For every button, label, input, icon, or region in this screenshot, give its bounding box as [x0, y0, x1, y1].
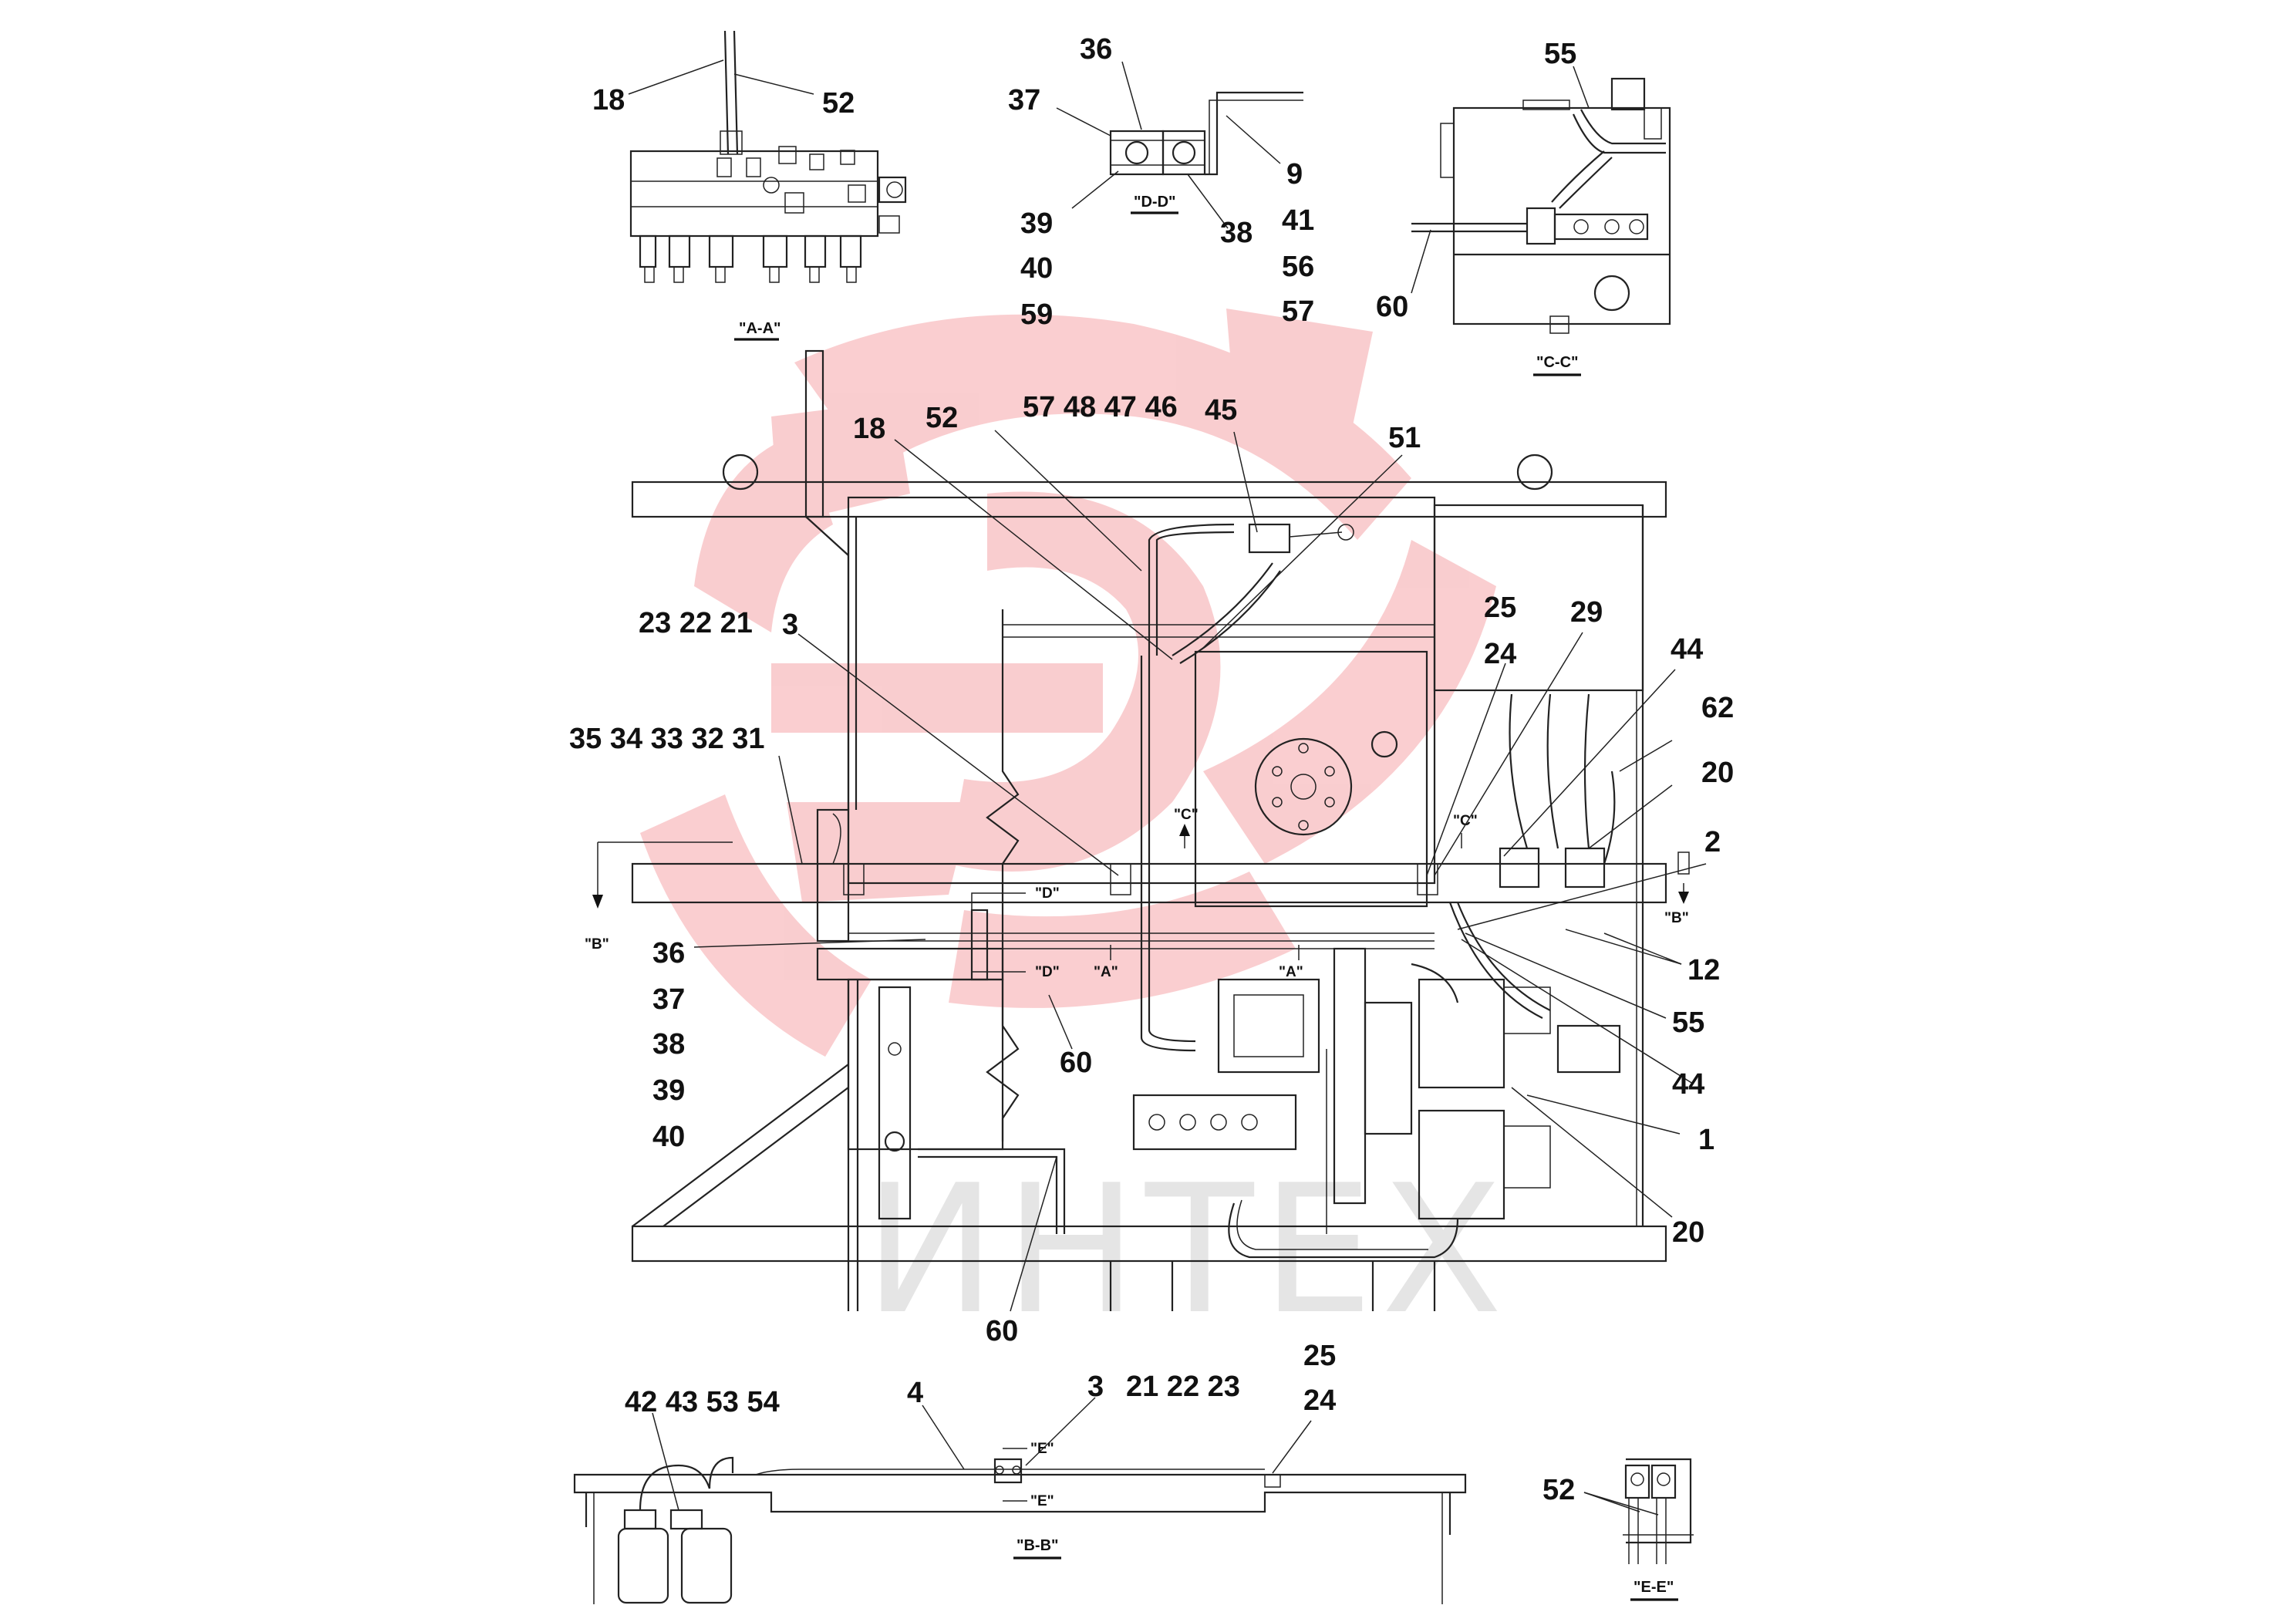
callout-m-20a: 20	[1701, 757, 1734, 789]
marker-d-bottom: "D"	[1035, 964, 1060, 980]
callout-dd-38: 38	[1220, 217, 1253, 249]
callout-dd-36: 36	[1080, 33, 1112, 66]
callout-dd-59: 59	[1020, 298, 1053, 331]
view-title-a-a: "A-A"	[739, 320, 781, 337]
callout-cc-55: 55	[1544, 38, 1576, 70]
marker-a-left: "A"	[1094, 964, 1118, 980]
marker-a-right: "A"	[1279, 964, 1303, 980]
callout-dd-41: 41	[1282, 204, 1314, 237]
callout-cc-60: 60	[1376, 291, 1408, 323]
callout-m-52: 52	[925, 402, 958, 434]
callout-m-51: 51	[1388, 422, 1421, 454]
view-b-b: "E" "E" "B-B" 42 43 53 54 4 3 21 22 23 2…	[573, 1340, 1467, 1604]
callout-aa-18: 18	[592, 84, 625, 116]
callout-m-60a: 60	[1060, 1047, 1092, 1079]
callout-m-40: 40	[652, 1121, 685, 1153]
main-assembly	[631, 349, 1690, 1311]
marker-b-right: "B"	[1664, 910, 1689, 926]
callout-dd-37: 37	[1008, 84, 1040, 116]
callout-bb-42-54: 42 43 53 54	[625, 1386, 780, 1418]
callout-aa-52: 52	[822, 87, 855, 120]
main-view-markers: "B" "B" "C" "C" "D" "D" "A" "A"	[585, 807, 1689, 980]
marker-d-top: "D"	[1035, 885, 1060, 902]
callout-m-55: 55	[1672, 1007, 1704, 1039]
view-title-b-b: "B-B"	[1017, 1537, 1059, 1554]
callout-m-37: 37	[652, 983, 685, 1016]
callout-m-29: 29	[1570, 596, 1603, 629]
callout-bb-24: 24	[1303, 1384, 1336, 1417]
callout-dd-56: 56	[1282, 251, 1314, 283]
marker-c-right: "C"	[1453, 813, 1478, 829]
callout-m-1: 1	[1698, 1124, 1714, 1156]
main-callouts: 18 52 57 48 47 46 45 51 23 22 21 3 35 34…	[569, 391, 1734, 1347]
callout-m-62: 62	[1701, 692, 1734, 724]
callout-bb-4: 4	[907, 1377, 923, 1409]
view-c-c: "C-C" 55 60	[1376, 38, 1671, 376]
callout-m-45: 45	[1205, 394, 1237, 427]
view-a-a: "A-A" 18 52	[592, 30, 907, 341]
view-title-d-d: "D-D"	[1134, 194, 1176, 211]
callout-m-20b: 20	[1672, 1216, 1704, 1249]
callout-dd-39: 39	[1020, 207, 1053, 240]
marker-e-bottom: "E"	[1030, 1493, 1054, 1509]
callout-bb-3: 3	[1087, 1371, 1104, 1403]
main-leader-lines	[693, 430, 1707, 1312]
callout-m-25: 25	[1484, 592, 1516, 624]
callout-m-38: 38	[652, 1028, 685, 1061]
callout-m-3: 3	[782, 609, 798, 641]
callout-m-36: 36	[652, 937, 685, 969]
callout-m-39: 39	[652, 1074, 685, 1107]
callout-m-23-22-21: 23 22 21	[639, 607, 753, 639]
view-title-e-e: "E-E"	[1633, 1579, 1674, 1596]
view-d-d: "D-D" 36 37 9 39 38 40 59 41 56 57	[1008, 33, 1314, 331]
callout-m-35-31: 35 34 33 32 31	[569, 723, 765, 755]
marker-c-left: "C"	[1174, 807, 1199, 823]
callout-m-18: 18	[853, 413, 885, 445]
callout-m-60b: 60	[986, 1315, 1018, 1347]
callout-dd-9: 9	[1286, 158, 1303, 191]
callout-ee-52: 52	[1542, 1474, 1575, 1506]
callout-dd-57: 57	[1282, 295, 1314, 328]
marker-b-left: "B"	[585, 936, 609, 953]
callout-m-12: 12	[1687, 954, 1720, 986]
callout-m-44a: 44	[1671, 633, 1703, 666]
callout-m-44b: 44	[1672, 1068, 1704, 1101]
callout-m-24: 24	[1484, 638, 1516, 670]
callout-m-2: 2	[1704, 826, 1721, 858]
watermark-text: ИНТЕХ	[864, 1148, 1510, 1354]
view-e-e: "E-E" 52	[1542, 1458, 1694, 1601]
callout-bb-21-23: 21 22 23	[1126, 1371, 1240, 1403]
callout-m-57-48-47-46: 57 48 47 46	[1023, 391, 1178, 423]
callout-bb-25: 25	[1303, 1340, 1336, 1372]
view-title-c-c: "C-C"	[1536, 354, 1579, 371]
callout-dd-40: 40	[1020, 252, 1053, 285]
